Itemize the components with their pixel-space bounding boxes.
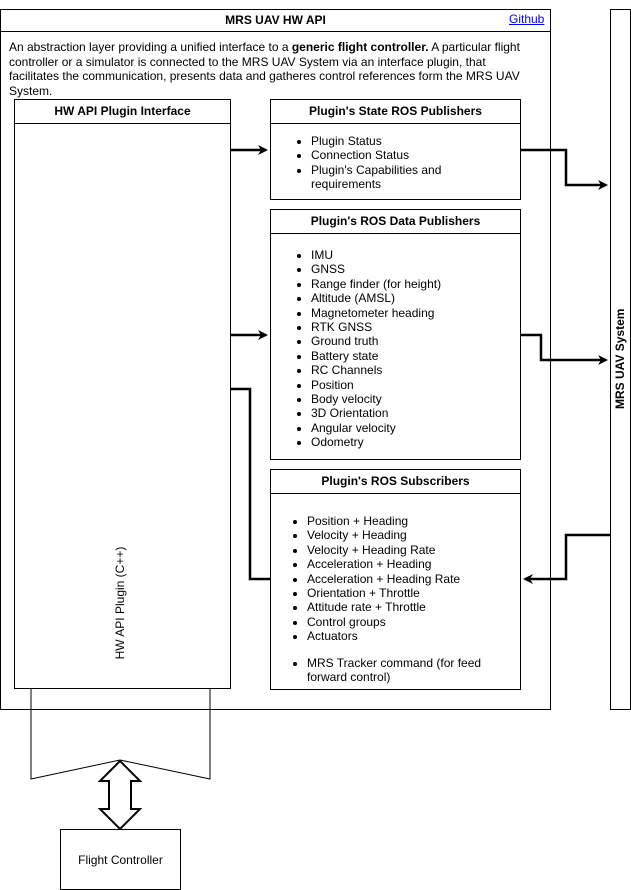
data-publisher-item: RTK GNSS [311, 320, 520, 334]
hw-api-plugin-label: HW API Plugin (C++) [113, 546, 127, 660]
data-publishers-title: Plugin's ROS Data Publishers [271, 210, 520, 234]
flight-controller-box: Flight Controller [60, 829, 181, 890]
hw-api-title: MRS UAV HW API [0, 9, 551, 32]
data-publisher-item: Ground truth [311, 334, 520, 348]
plugin-interface-title: HW API Plugin Interface [15, 100, 230, 124]
state-publisher-item: Plugin's Capabilities and requirements [311, 163, 500, 192]
data-publisher-item: GNSS [311, 262, 520, 276]
state-publishers-to-uav-arrow [521, 148, 608, 190]
state-publishers-box: Plugin's State ROS Publishers Plugin Sta… [270, 99, 521, 200]
data-publisher-item: Position [311, 378, 520, 392]
data-publisher-item: Altitude (AMSL) [311, 291, 520, 305]
subscriber-item: Velocity + Heading [307, 528, 520, 542]
hw-api-description: An abstraction layer providing a unified… [9, 40, 539, 98]
state-publishers-list: Plugin StatusConnection StatusPlugin's C… [271, 134, 520, 192]
subscriber-item: Acceleration + Heading Rate [307, 572, 520, 586]
subscriber-item: Attitude rate + Throttle [307, 600, 520, 614]
description-text-end: A particular flight controller or a simu… [9, 40, 520, 98]
subscribers-title: Plugin's ROS Subscribers [271, 470, 520, 494]
state-publishers-title: Plugin's State ROS Publishers [271, 100, 520, 124]
state-publisher-item: Plugin Status [311, 134, 500, 148]
data-publisher-item: IMU [311, 248, 520, 262]
subscribers-list: Position + HeadingVelocity + HeadingVelo… [271, 514, 520, 644]
state-publisher-item: Connection Status [311, 148, 500, 162]
subscriber-item: Acceleration + Heading [307, 557, 520, 571]
data-publishers-box: Plugin's ROS Data Publishers IMUGNSSRang… [270, 209, 521, 460]
subscriber-item-tracker: MRS Tracker command (for feed forward co… [307, 656, 500, 685]
subscriber-item: Velocity + Heading Rate [307, 543, 520, 557]
plugin-interface-panel: HW API Plugin Interface [14, 99, 231, 689]
data-publisher-item: Range finder (for height) [311, 277, 520, 291]
description-text-start: An abstraction layer providing a unified… [9, 40, 292, 54]
uav-to-subscribers-arrow [523, 533, 610, 584]
github-link[interactable]: Github [509, 12, 545, 26]
data-publisher-item: Odometry [311, 435, 520, 449]
flight-controller-label: Flight Controller [78, 852, 163, 867]
data-publisher-item: Angular velocity [311, 421, 520, 435]
subscribers-extra-list: MRS Tracker command (for feed forward co… [271, 656, 520, 685]
data-publisher-item: 3D Orientation [311, 406, 520, 420]
data-publishers-list: IMUGNSSRange finder (for height)Altitude… [271, 248, 520, 450]
data-publisher-item: Magnetometer heading [311, 306, 520, 320]
hw-api-container [0, 9, 551, 710]
plugin-flight-controller-double-arrow [97, 759, 143, 831]
data-publisher-item: Battery state [311, 349, 520, 363]
subscribers-box: Plugin's ROS Subscribers Position + Head… [270, 469, 521, 690]
subscriber-item: Control groups [307, 615, 520, 629]
subscriber-item: Orientation + Throttle [307, 586, 520, 600]
data-publisher-item: RC Channels [311, 363, 520, 377]
description-text-bold: generic flight controller. [291, 40, 429, 54]
subscriber-item: Actuators [307, 629, 520, 643]
mrs-uav-system-label: MRS UAV System [613, 308, 627, 409]
data-publishers-to-uav-arrow [521, 333, 608, 365]
subscriber-item: Position + Heading [307, 514, 520, 528]
data-publisher-item: Body velocity [311, 392, 520, 406]
